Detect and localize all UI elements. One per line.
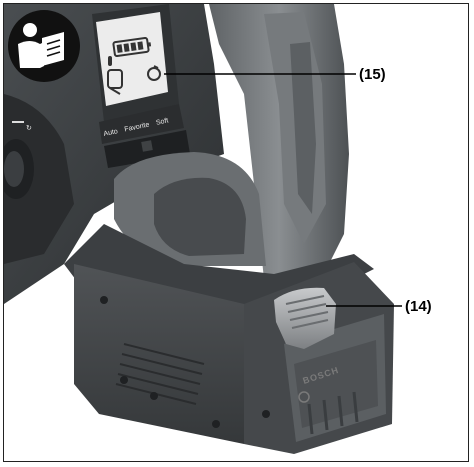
callout-14-label: (14) [405,298,432,315]
thermometer-icon [108,56,112,66]
hand-grip-icon [107,69,123,95]
battery-level-icon [112,36,152,58]
brand-logo-icon [298,391,310,403]
battery-pack: BOSCH [74,262,394,454]
illustration-frame: ↻ [3,3,469,462]
rotation-icon [147,65,161,81]
rotation-symbol-text: ↻ [26,125,32,132]
read-manual-icon [8,10,80,82]
trigger-guard [114,152,266,266]
display-panel [96,12,168,106]
callout-15-label: (15) [359,66,386,83]
callout-15: (15) [164,66,386,83]
control-panel: Auto Favorite Soft [92,4,190,168]
mode-auto: Auto [103,128,119,138]
callout-14: (14) [326,298,432,315]
tool-illustration: ↻ [4,4,432,454]
handle [209,4,349,279]
mode-soft: Soft [155,117,169,126]
